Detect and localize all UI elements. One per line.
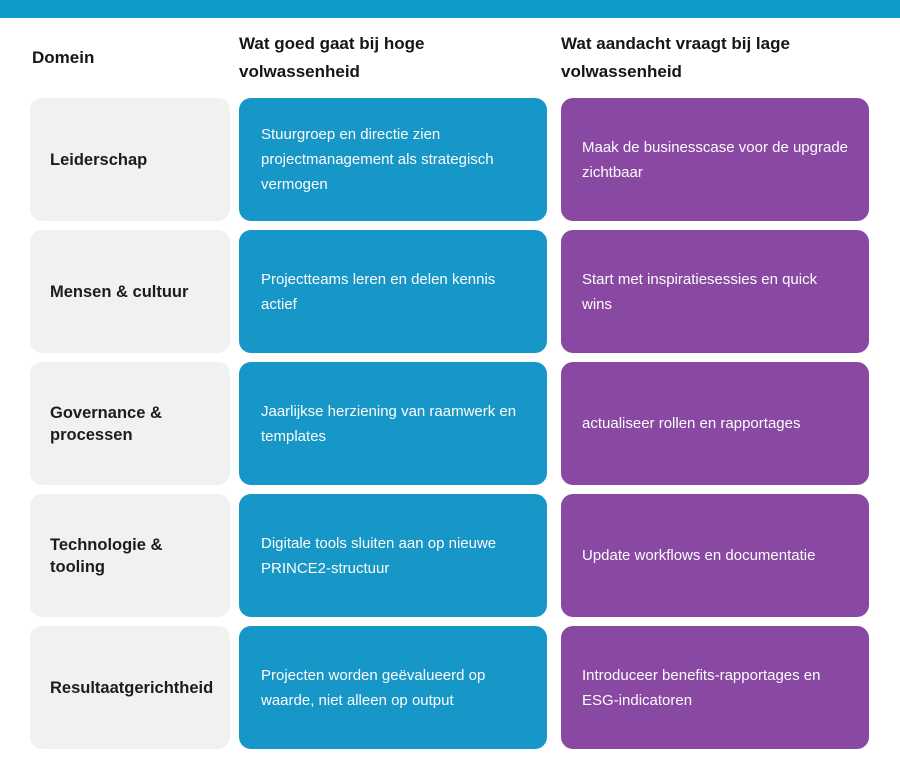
table-header: Domein Wat goed gaat bij hoge volwassenh… — [30, 30, 900, 86]
top-accent-bar — [0, 0, 900, 18]
low-maturity-text: actualiseer rollen en rapportages — [582, 415, 801, 432]
low-maturity-text: Introduceer benefits-rapportages en ESG-… — [582, 666, 821, 709]
low-maturity-card: actualiseer rollen en rapportages — [561, 362, 869, 485]
table-body: Leiderschap Stuurgroep en directie zien … — [30, 98, 900, 749]
high-maturity-text: Digitale tools sluiten aan op nieuwe PRI… — [261, 534, 497, 577]
high-maturity-card: Stuurgroep en directie zien projectmanag… — [239, 98, 547, 221]
domain-label: Leiderschap — [50, 150, 148, 169]
table-row: Governance & processen Jaarlijkse herzie… — [30, 362, 900, 485]
high-maturity-text: Projecten worden geëvalueerd op waarde, … — [261, 666, 486, 709]
domain-card: Leiderschap — [30, 98, 230, 221]
high-maturity-text: Projectteams leren en delen kennis actie… — [261, 270, 496, 313]
table-row: Resultaatgerichtheid Projecten worden ge… — [30, 626, 900, 749]
low-maturity-text: Maak de businesscase voor de upgrade zic… — [582, 138, 849, 181]
domain-card: Technologie & tooling — [30, 494, 230, 617]
low-maturity-text: Start met inspiratiesessies en quick win… — [582, 270, 818, 313]
domain-label: Technologie & tooling — [50, 535, 163, 576]
high-maturity-card: Jaarlijkse herziening van raamwerk en te… — [239, 362, 547, 485]
table-row: Leiderschap Stuurgroep en directie zien … — [30, 98, 900, 221]
domain-card: Mensen & cultuur — [30, 230, 230, 353]
low-maturity-text: Update workflows en documentatie — [582, 547, 816, 564]
low-maturity-card: Update workflows en documentatie — [561, 494, 869, 617]
header-domain: Domein — [32, 48, 95, 67]
high-maturity-card: Digitale tools sluiten aan op nieuwe PRI… — [239, 494, 547, 617]
maturity-table: Domein Wat goed gaat bij hoge volwassenh… — [0, 30, 900, 749]
low-maturity-card: Introduceer benefits-rapportages en ESG-… — [561, 626, 869, 749]
domain-card: Resultaatgerichtheid — [30, 626, 230, 749]
table-row: Mensen & cultuur Projectteams leren en d… — [30, 230, 900, 353]
domain-label: Mensen & cultuur — [50, 282, 189, 301]
low-maturity-card: Start met inspiratiesessies en quick win… — [561, 230, 869, 353]
low-maturity-card: Maak de businesscase voor de upgrade zic… — [561, 98, 869, 221]
header-low-maturity: Wat aandacht vraagt bij lage volwassenhe… — [561, 34, 790, 81]
high-maturity-card: Projectteams leren en delen kennis actie… — [239, 230, 547, 353]
header-high-maturity: Wat goed gaat bij hoge volwassenheid — [239, 34, 425, 81]
high-maturity-text: Stuurgroep en directie zien projectmanag… — [261, 126, 494, 193]
high-maturity-text: Jaarlijkse herziening van raamwerk en te… — [261, 402, 517, 445]
high-maturity-card: Projecten worden geëvalueerd op waarde, … — [239, 626, 547, 749]
table-row: Technologie & tooling Digitale tools slu… — [30, 494, 900, 617]
domain-label: Governance & processen — [50, 403, 162, 444]
domain-card: Governance & processen — [30, 362, 230, 485]
domain-label: Resultaatgerichtheid — [50, 678, 214, 697]
